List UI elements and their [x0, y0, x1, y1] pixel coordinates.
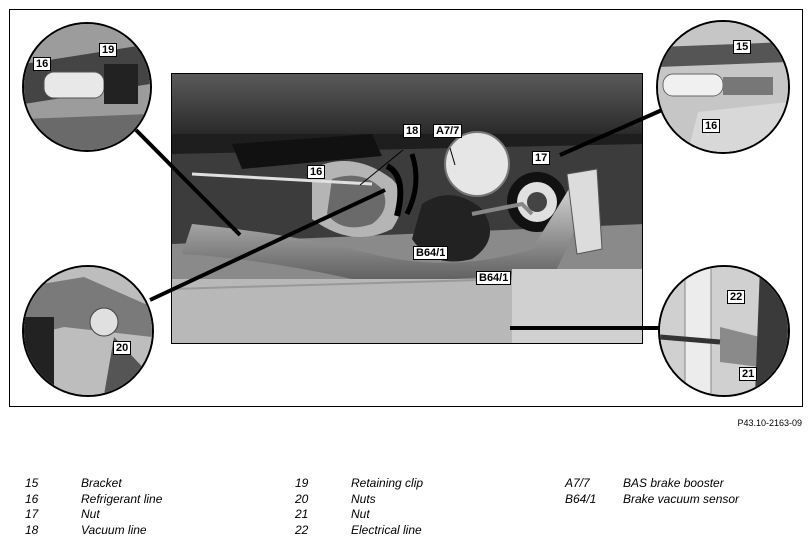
callout-a7-7: A7/7 [433, 124, 463, 138]
legend-num: 15 [25, 476, 39, 490]
callout-20: 20 [113, 341, 132, 355]
engine-bay-illustration [172, 74, 642, 343]
legend-num: 21 [295, 507, 309, 521]
legend-num: 19 [295, 476, 309, 490]
figure-reference-id: P43.10-2163-09 [737, 418, 802, 428]
legend-label: Refrigerant line [81, 492, 163, 506]
inset-top-left-illustration [24, 24, 150, 150]
callout-18: 18 [403, 124, 422, 138]
callout-15: 15 [733, 40, 752, 54]
callout-16-main: 16 [307, 165, 326, 179]
legend-label: Bracket [81, 476, 122, 490]
legend-num: 18 [25, 523, 39, 537]
legend-num: 22 [295, 523, 309, 537]
legend-num: B64/1 [565, 492, 597, 506]
legend-label: BAS brake booster [623, 476, 724, 490]
legend-label: Nut [351, 507, 370, 521]
inset-top-right-illustration [658, 22, 788, 152]
legend-label: Electrical line [351, 523, 422, 537]
legend-label: Brake vacuum sensor [623, 492, 740, 506]
legend-label: Vacuum line [81, 523, 147, 537]
legend-num: 17 [25, 507, 39, 521]
legend-num: 20 [295, 492, 309, 506]
inset-top-right [656, 20, 790, 154]
inset-bottom-right-illustration [660, 267, 788, 395]
inset-bottom-right [658, 265, 790, 397]
legend-label: Retaining clip [351, 476, 424, 490]
callout-16-inset-right: 16 [702, 119, 721, 133]
inset-top-left [22, 22, 152, 152]
inset-bottom-left [22, 265, 154, 397]
legend-num: 16 [25, 492, 39, 506]
legend-label: Nuts [351, 492, 376, 506]
callout-22: 22 [727, 290, 746, 304]
callout-21: 21 [739, 367, 758, 381]
inset-bottom-left-illustration [24, 267, 152, 395]
engine-bay-photo [171, 73, 643, 344]
legend-label: Nut [81, 507, 100, 521]
callout-17: 17 [532, 151, 551, 165]
callout-b64-1-lower: B64/1 [476, 271, 512, 285]
callout-19: 19 [99, 43, 118, 57]
callout-b64-1-upper: B64/1 [413, 246, 449, 260]
callout-16-inset: 16 [33, 57, 52, 71]
legend-num: A7/7 [565, 476, 590, 490]
